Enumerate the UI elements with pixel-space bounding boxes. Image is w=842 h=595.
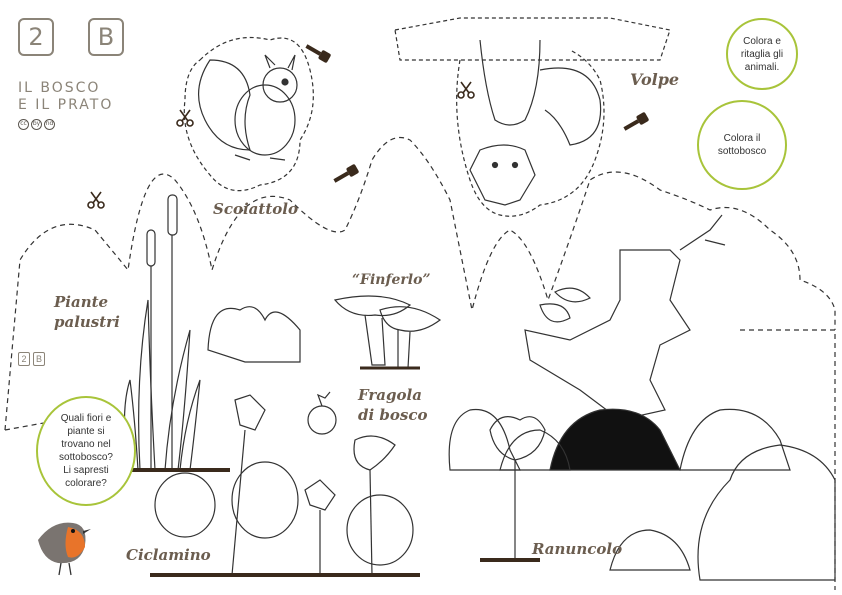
- cyclamen: [150, 394, 420, 577]
- brush-icons: [305, 44, 649, 183]
- bubble-instructions-1: Colora e ritaglia gli animali.: [726, 18, 798, 90]
- bubble-question-text-2: Li sapresti colorare?: [63, 465, 109, 489]
- scissors-icons: [87, 81, 475, 209]
- mini-logo-letter: B: [33, 352, 45, 366]
- tree-stump: [524, 214, 726, 421]
- squirrel-ears: [264, 54, 296, 71]
- scissors-icon-2: [176, 109, 194, 127]
- cut-line-hills: [4, 136, 836, 431]
- logo-number: 2: [18, 18, 54, 56]
- mushroom: [333, 295, 442, 370]
- bubble-question: Quali fiori e piante si trovano nel sott…: [36, 396, 136, 506]
- strawberry: [307, 391, 396, 576]
- bird-icon: [38, 522, 91, 576]
- label-squirrel: Scoiattolo: [213, 200, 298, 218]
- cattails: [123, 194, 201, 471]
- squirrel-feet: [234, 154, 286, 161]
- fox-head: [469, 144, 536, 206]
- brush-icon-2: [333, 164, 359, 183]
- label-buttercup: Ranuncolo: [532, 540, 623, 558]
- squirrel-eye: [281, 78, 289, 86]
- fox-eye-right: [511, 161, 519, 169]
- label-cyclamen: Ciclamino: [126, 546, 211, 564]
- small-hills: [207, 306, 301, 363]
- cc-icon: cc: [18, 119, 29, 130]
- label-mushroom: “Finferlo”: [352, 272, 431, 288]
- label-strawberry-2: di bosco: [358, 406, 428, 424]
- scissors-icon-1: [87, 191, 105, 209]
- cut-line-right: [740, 329, 836, 590]
- bubble-instructions-1-text: Colora e ritaglia gli animali.: [740, 35, 784, 73]
- logo-number-text: 2: [28, 23, 44, 51]
- bushes: [448, 408, 836, 581]
- by-icon: by: [31, 119, 42, 130]
- license-icons: cc by nd: [18, 119, 55, 130]
- squirrel-cutout: [183, 36, 314, 192]
- brush-icon-1: [305, 44, 331, 63]
- nd-icon: nd: [44, 119, 55, 130]
- fox-eye-left: [491, 161, 499, 169]
- buttercup-flower: [480, 416, 546, 562]
- label-plants: Piante palustri: [54, 293, 120, 331]
- cave: [549, 408, 681, 471]
- fox-body: [479, 39, 541, 126]
- mini-logo-number: 2: [18, 352, 30, 366]
- brush-icon-3: [623, 112, 649, 131]
- logo-letter-text: B: [97, 23, 115, 51]
- bubble-instructions-2-text: Colora il sottobosco: [717, 133, 767, 157]
- title-line-2: E IL PRATO: [18, 97, 114, 113]
- squirrel-head: [262, 67, 298, 103]
- squirrel-tail: [197, 59, 251, 151]
- fox-tail: [539, 67, 602, 146]
- squirrel-body: [234, 84, 296, 156]
- bubble-instructions-2: Colora il sottobosco: [697, 100, 787, 190]
- scissors-icon-3: [457, 81, 475, 99]
- label-fox: Volpe: [630, 70, 680, 89]
- fox-cutout: [456, 49, 605, 217]
- logo-letter: B: [88, 18, 124, 56]
- bubble-question-text-1: Quali fiori e piante si trovano nel sott…: [59, 413, 113, 463]
- fox-box: [394, 17, 671, 61]
- label-strawberry-1: Fragola: [358, 386, 422, 404]
- title-line-1: IL BOSCO: [18, 80, 101, 96]
